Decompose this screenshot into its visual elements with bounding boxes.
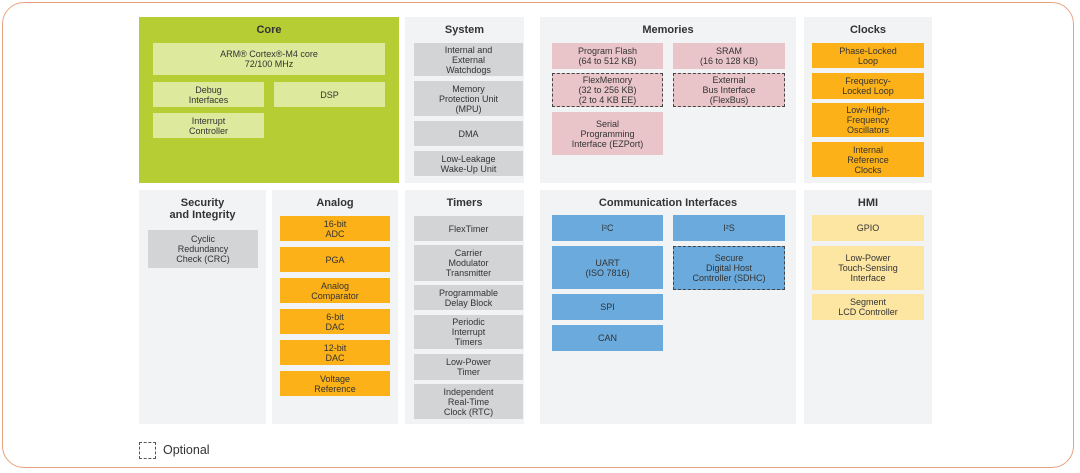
block-memories-3: External Bus Interface (FlexBus) [673, 73, 785, 107]
block-memories-1: SRAM (16 to 128 KB) [673, 43, 785, 69]
section-title: Timers [446, 197, 483, 209]
section-title: Clocks [849, 24, 887, 36]
block-comm-3: Secure Digital Host Controller (SDHC) [673, 246, 785, 290]
section-title: Security and Integrity [169, 197, 236, 221]
block-core-3: Interrupt Controller [153, 113, 264, 138]
block-analog-5: Voltage Reference [280, 371, 390, 396]
block-core-0: ARM® Cortex®-M4 core 72/100 MHz [153, 43, 385, 75]
block-system-0: Internal and External Watchdogs [414, 43, 523, 76]
block-comm-2: UART (ISO 7816) [552, 246, 663, 289]
block-timers-2: Programmable Delay Block [414, 285, 523, 310]
block-timers-3: Periodic Interrupt Timers [414, 315, 523, 349]
block-comm-1: I²S [673, 215, 785, 241]
section-title: Communication Interfaces [598, 197, 738, 209]
optional-legend-label: Optional [163, 443, 210, 457]
section-title: Analog [316, 197, 354, 209]
block-hmi-2: Segment LCD Controller [812, 294, 924, 320]
block-comm-4: SPI [552, 294, 663, 320]
block-system-2: DMA [414, 121, 523, 146]
block-security-0: Cyclic Redundancy Check (CRC) [148, 230, 258, 268]
block-core-1: Debug Interfaces [153, 82, 264, 107]
block-analog-4: 12-bit DAC [280, 340, 390, 365]
section-title: HMI [857, 197, 879, 209]
section-title: Memories [642, 24, 694, 36]
section-title: System [444, 24, 485, 36]
block-timers-5: Independent Real-Time Clock (RTC) [414, 384, 523, 419]
block-timers-1: Carrier Modulator Transmitter [414, 245, 523, 281]
section-security [139, 190, 266, 424]
block-analog-1: PGA [280, 247, 390, 272]
block-memories-0: Program Flash (64 to 512 KB) [552, 43, 663, 69]
block-clocks-3: Internal Reference Clocks [812, 142, 924, 177]
block-system-3: Low-Leakage Wake-Up Unit [414, 151, 523, 176]
diagram-frame [2, 2, 1074, 468]
block-hmi-1: Low-Power Touch-Sensing Interface [812, 246, 924, 290]
block-memories-2: FlexMemory (32 to 256 KB) (2 to 4 KB EE) [552, 73, 663, 107]
block-clocks-0: Phase-Locked Loop [812, 43, 924, 68]
block-memories-4: Serial Programming Interface (EZPort) [552, 112, 663, 155]
block-clocks-2: Low-/High- Frequency Oscillators [812, 103, 924, 137]
block-core-2: DSP [274, 82, 385, 107]
block-comm-5: CAN [552, 325, 663, 351]
block-hmi-0: GPIO [812, 215, 924, 241]
block-timers-4: Low-Power Timer [414, 354, 523, 380]
block-analog-2: Analog Comparator [280, 278, 390, 303]
block-analog-0: 16-bit ADC [280, 216, 390, 241]
optional-legend-swatch [139, 442, 156, 459]
block-comm-0: I²C [552, 215, 663, 241]
block-clocks-1: Frequency- Locked Loop [812, 73, 924, 99]
block-timers-0: FlexTimer [414, 216, 523, 241]
block-system-1: Memory Protection Unit (MPU) [414, 81, 523, 116]
section-title: Core [256, 24, 282, 36]
block-analog-3: 6-bit DAC [280, 309, 390, 334]
